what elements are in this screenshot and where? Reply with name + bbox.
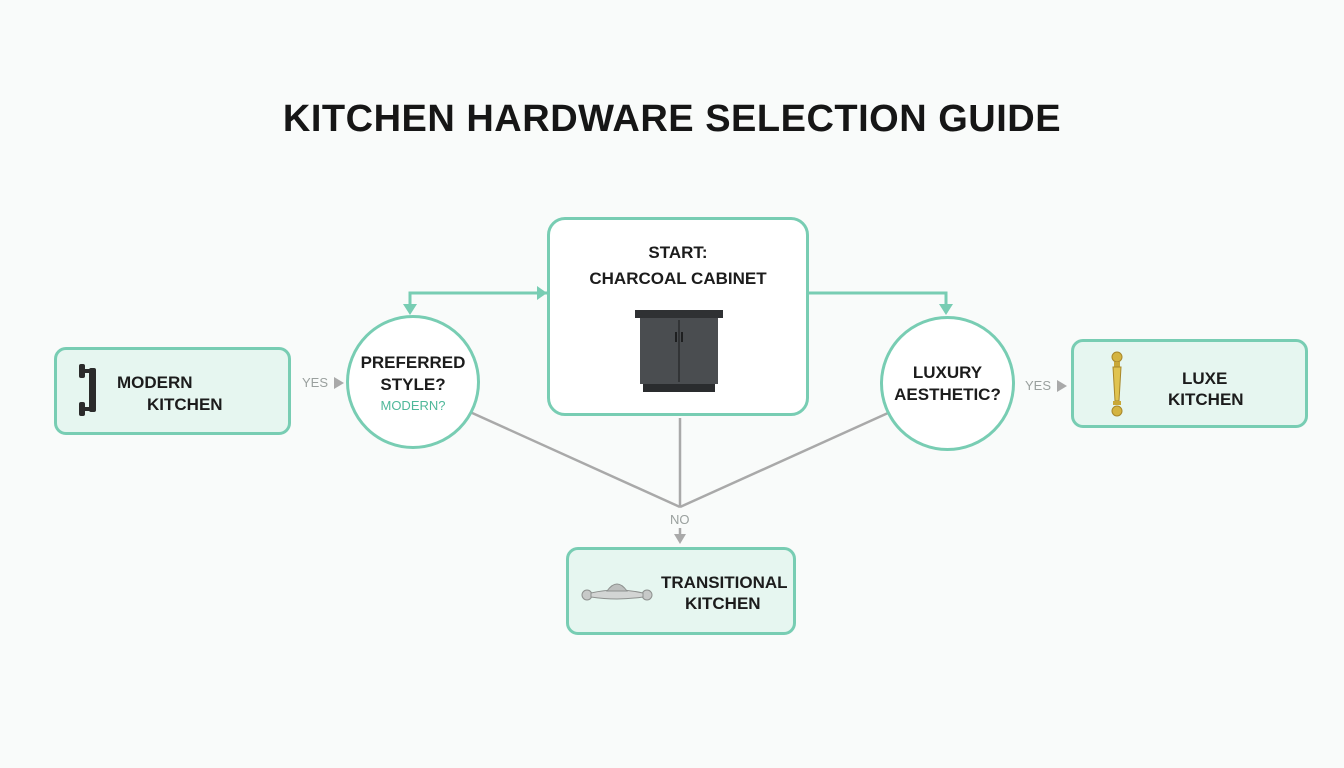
connector-start-to-style	[408, 291, 547, 312]
decision-style-line1: PREFERRED	[360, 352, 466, 372]
transitional-label-line2: KITCHEN	[685, 594, 761, 613]
luxe-label-line1: LUXE	[1182, 369, 1228, 388]
connector-style-no	[469, 410, 681, 509]
edge-label-no: NO	[670, 512, 690, 527]
decision-style-line2: STYLE?	[380, 374, 446, 394]
modern-label-line1: MODERN	[117, 373, 193, 392]
brass-pull-icon	[1111, 351, 1123, 417]
transitional-label-line1: TRANSITIONAL	[661, 573, 788, 592]
outcome-modern-kitchen: MODERN KITCHEN	[54, 347, 291, 435]
outcome-transitional-kitchen: TRANSITIONAL KITCHEN	[566, 547, 796, 635]
cabinet-icon	[635, 310, 723, 392]
arrowhead-yes-right	[1057, 380, 1067, 392]
decision-preferred-style: PREFERRED STYLE? MODERN?	[346, 315, 480, 449]
outcome-luxe-kitchen: LUXE KITCHEN	[1071, 339, 1308, 428]
edge-label-yes-left: YES	[302, 375, 329, 390]
arrowhead-yes-left	[334, 377, 344, 389]
decision-luxury-line1: LUXURY	[912, 362, 983, 382]
connector-start-to-luxury	[809, 291, 948, 313]
luxe-label-line2: KITCHEN	[1168, 390, 1244, 409]
arrowhead-into-start	[537, 286, 547, 300]
start-label-line1: START:	[648, 243, 708, 262]
decision-style-sub: MODERN?	[380, 397, 446, 413]
bar-pull-handle-icon	[79, 364, 96, 416]
decision-luxury-aesthetic: LUXURY AESTHETIC?	[880, 316, 1015, 451]
arrowhead-into-luxury	[939, 304, 953, 315]
arrowhead-into-style	[403, 304, 417, 315]
cup-pull-icon	[581, 583, 653, 601]
start-node: START: CHARCOAL CABINET	[547, 217, 809, 416]
arrowhead-into-transitional	[674, 534, 686, 544]
edge-label-yes-right: YES	[1025, 378, 1052, 393]
page-title: KITCHEN HARDWARE SELECTION GUIDE	[282, 98, 1062, 140]
decision-luxury-line2: AESTHETIC?	[894, 384, 1001, 404]
start-label-line2: CHARCOAL CABINET	[589, 269, 767, 288]
modern-label-line2: KITCHEN	[147, 395, 223, 414]
connector-luxury-no	[679, 411, 889, 509]
